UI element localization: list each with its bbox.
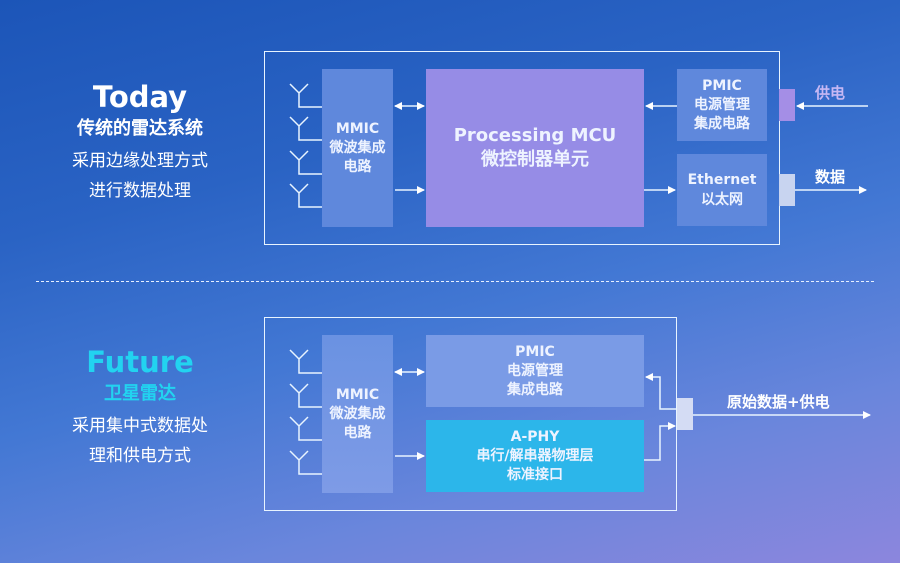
antenna-icon: [289, 349, 322, 374]
future-system-frame: [264, 317, 677, 511]
today-data-label: 数据: [815, 168, 846, 186]
future-mmic-block: MMIC 微波集成 电路: [322, 335, 393, 493]
today-mcu-label-cn: 微控制器单元: [481, 149, 589, 170]
antenna-icon: [289, 116, 322, 141]
antenna-icon: [289, 83, 322, 108]
antenna-icon: [289, 450, 322, 475]
future-pmic-label-cn2: 集成电路: [507, 381, 563, 398]
today-desc-line2: 进行数据处理: [89, 181, 191, 201]
future-caption: Future 卫星雷达 采用集中式数据处 理和供电方式: [30, 345, 250, 471]
future-link-port: [677, 398, 693, 430]
antenna-icon: [289, 150, 322, 175]
future-pmic-block: PMIC 电源管理 集成电路: [426, 335, 644, 407]
today-system-frame: [264, 51, 780, 245]
antenna-icon: [289, 383, 322, 408]
future-mmic-label-cn2: 电路: [343, 424, 372, 441]
future-mmic-label-cn1: 微波集成: [329, 405, 386, 422]
today-mmic-block: MMIC 微波集成 电路: [322, 69, 393, 227]
today-data-port: [779, 174, 795, 206]
today-ethernet-label-en: Ethernet: [687, 172, 757, 188]
today-caption: Today 传统的雷达系统 采用边缘处理方式 进行数据处理: [30, 80, 250, 206]
future-desc-line2: 理和供电方式: [89, 446, 191, 466]
future-aphy-block: A-PHY 串行/解串器物理层 标准接口: [426, 420, 644, 492]
today-pmic-block: PMIC 电源管理 集成电路: [677, 69, 767, 141]
today-ethernet-block: Ethernet 以太网: [677, 154, 767, 226]
future-desc-line1: 采用集中式数据处: [72, 416, 208, 436]
future-mmic-label-en: MMIC: [335, 386, 380, 403]
today-mcu-block: Processing MCU 微控制器单元: [426, 69, 644, 227]
today-pmic-label-cn1: 电源管理: [694, 96, 750, 113]
future-pmic-label-cn1: 电源管理: [507, 362, 563, 379]
port-to-pmic-arrow: [645, 373, 677, 410]
future-pmic-label-en: PMIC: [515, 343, 555, 360]
today-power-port: [779, 89, 795, 121]
today-mmic-label-en: MMIC: [335, 120, 380, 137]
today-mcu-label-en: Processing MCU: [453, 125, 617, 146]
today-pmic-label-cn2: 集成电路: [694, 115, 750, 132]
today-mmic-label-cn1: 微波集成: [329, 139, 386, 156]
antenna-icon: [289, 416, 322, 441]
today-title: Today: [92, 80, 188, 114]
today-pmic-label-en: PMIC: [702, 77, 742, 94]
future-aphy-label-cn1: 串行/解串器物理层: [476, 447, 594, 464]
antenna-icon: [289, 183, 322, 208]
future-title: Future: [86, 345, 194, 379]
today-desc-line1: 采用边缘处理方式: [72, 151, 208, 171]
future-aphy-label-en: A-PHY: [510, 428, 560, 445]
future-link-label: 原始数据+供电: [727, 393, 830, 411]
future-subtitle: 卫星雷达: [104, 383, 176, 404]
aphy-to-port-arrow: [644, 422, 676, 461]
today-mmic-label-cn2: 电路: [343, 158, 372, 175]
future-aphy-label-cn2: 标准接口: [507, 466, 563, 483]
section-divider: [36, 281, 874, 282]
today-power-label: 供电: [815, 84, 846, 102]
today-subtitle: 传统的雷达系统: [77, 118, 203, 139]
today-ethernet-label-cn: 以太网: [701, 192, 743, 208]
